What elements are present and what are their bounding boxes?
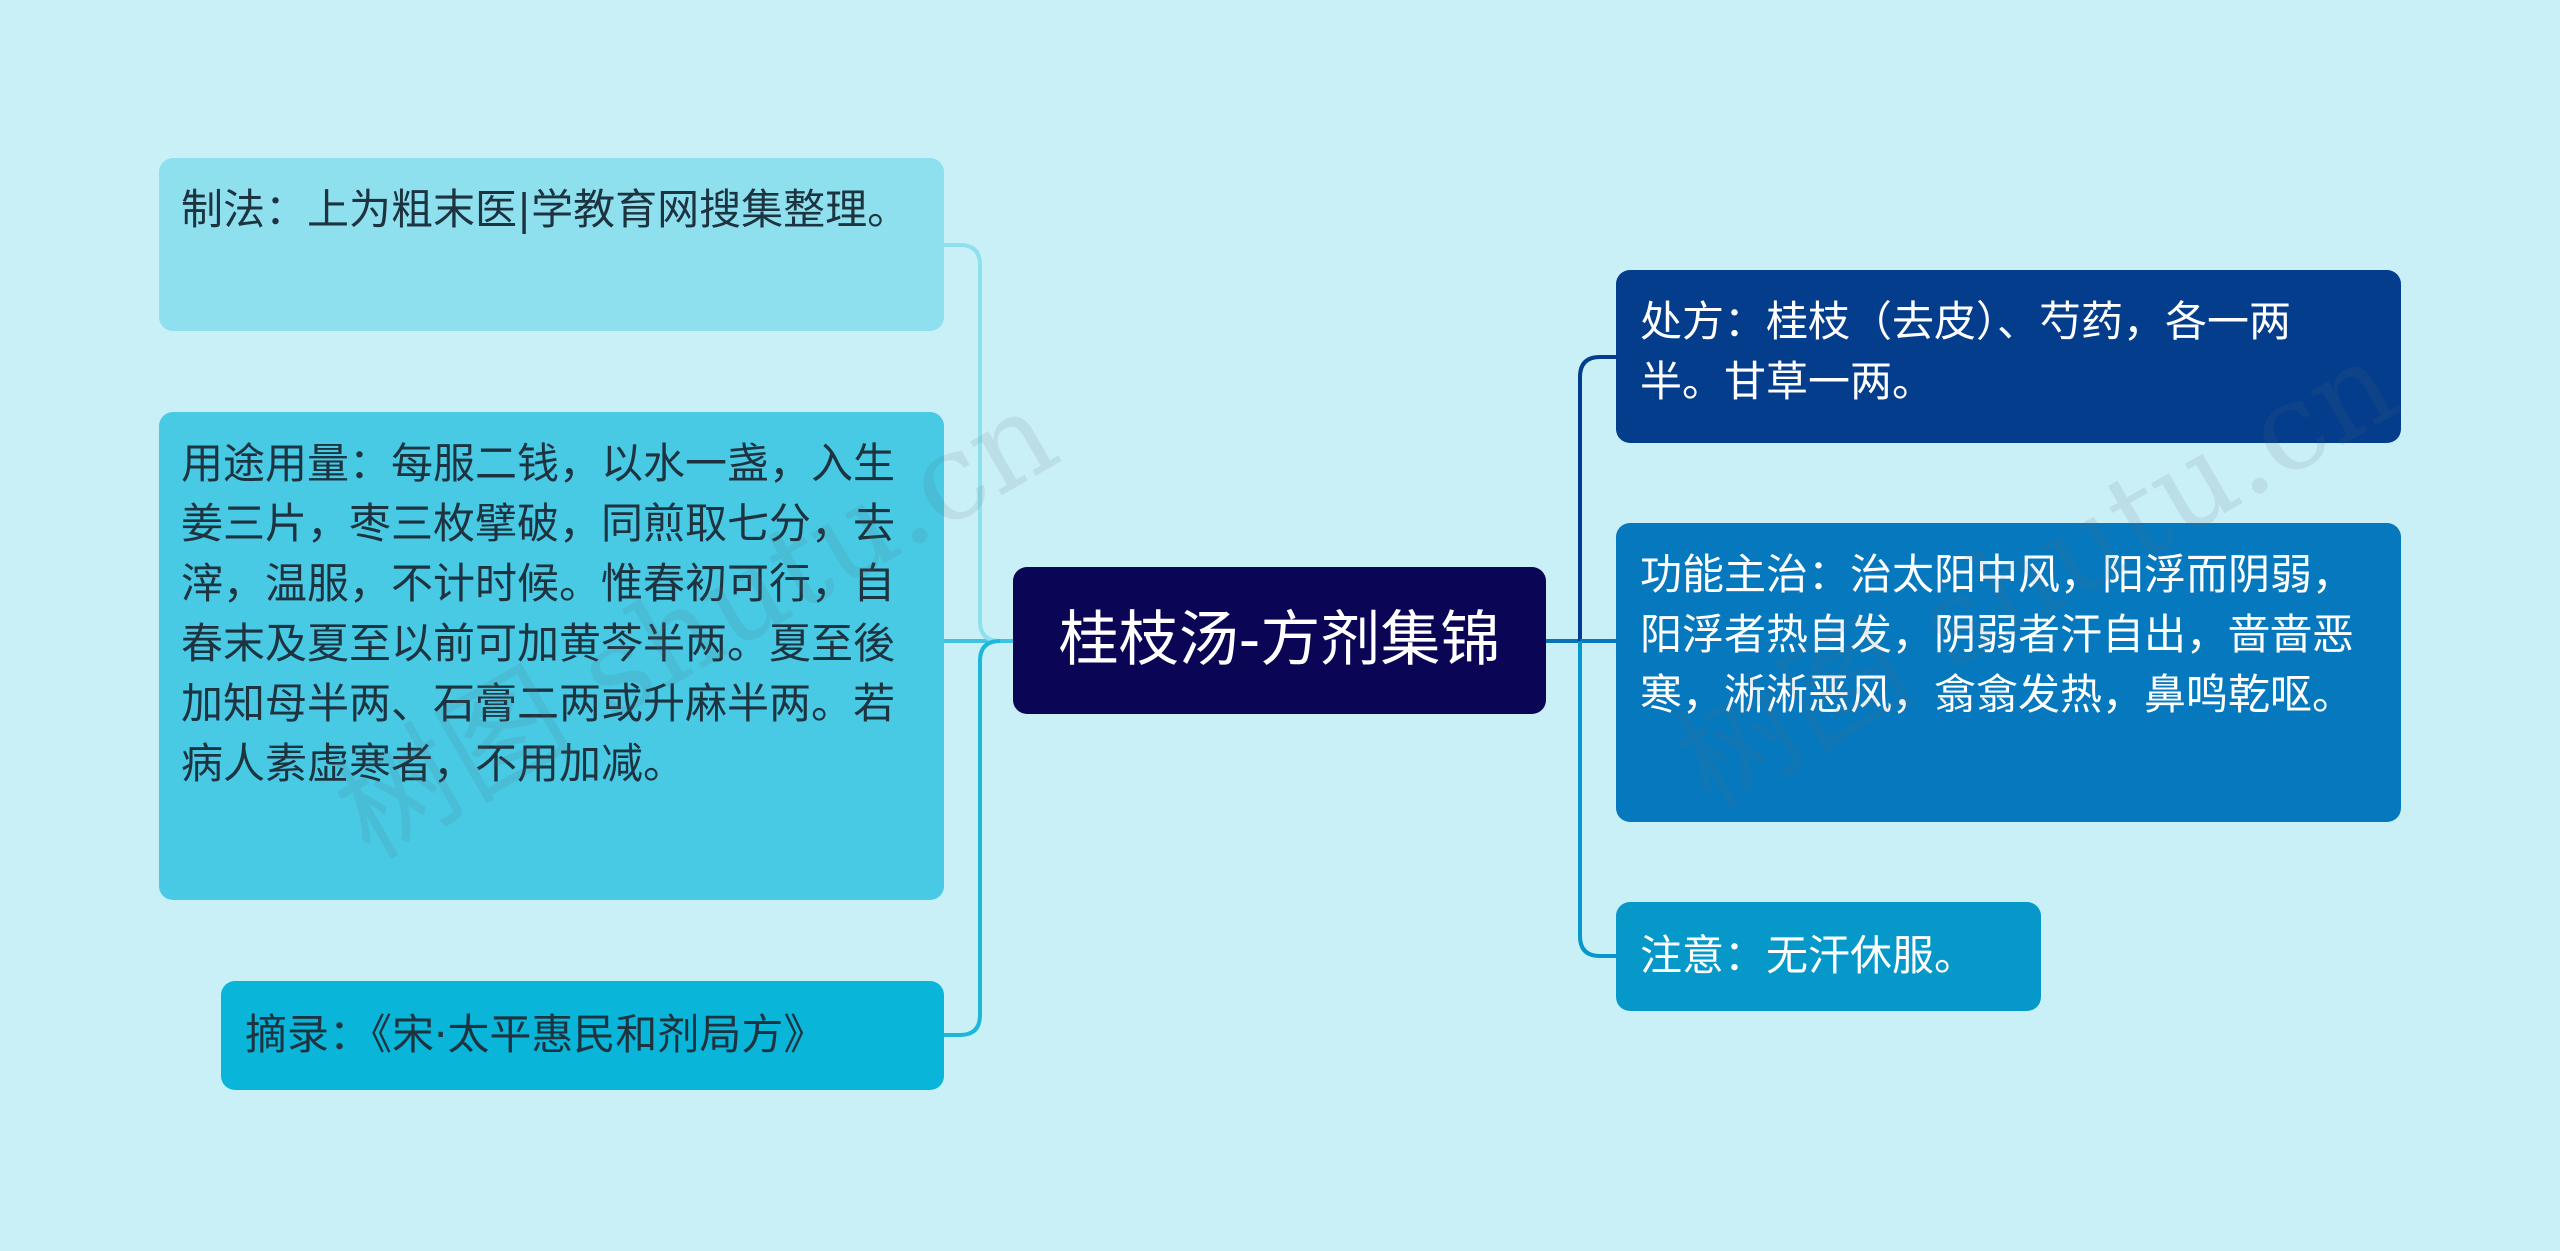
- connector-left-node-3: [944, 639, 1001, 1037]
- topic-prescription[interactable]: 处方：桂枝（去皮）、芍药，各一两半。甘草一两。: [1616, 270, 2401, 443]
- topic-usage-dosage[interactable]: 用途用量：每服二钱，以水一盏，入生姜三片，枣三枚擘破，同煎取七分，去滓，温服，不…: [159, 412, 944, 900]
- topic-indications[interactable]: 功能主治：治太阳中风，阳浮而阴弱，阳浮者热自发，阴弱者汗自出，啬啬恶寒，淅淅恶风…: [1616, 523, 2401, 822]
- topic-caution[interactable]: 注意：无汗休服。: [1616, 902, 2041, 1011]
- connector-right-node-3: [1578, 641, 1616, 958]
- topic-usage-dosage-label: 用途用量：每服二钱，以水一盏，入生姜三片，枣三枚擘破，同煎取七分，去滓，温服，不…: [181, 439, 896, 788]
- central-topic[interactable]: 桂枝汤-方剂集锦: [1013, 567, 1546, 714]
- topic-caution-label: 注意：无汗休服。: [1640, 931, 1977, 980]
- connector-right-node-1: [1578, 355, 1616, 641]
- topic-source-label: 摘录：《宋·太平惠民和剂局方》: [245, 1010, 826, 1059]
- central-topic-label: 桂枝汤-方剂集锦: [1058, 605, 1501, 675]
- topic-preparation[interactable]: 制法：上为粗末医|学教育网搜集整理。: [159, 158, 944, 331]
- topic-source[interactable]: 摘录：《宋·太平惠民和剂局方》: [221, 981, 944, 1090]
- connector-left-node-1: [944, 243, 1001, 643]
- topic-prescription-label: 处方：桂枝（去皮）、芍药，各一两半。甘草一两。: [1640, 297, 2292, 406]
- topic-preparation-label: 制法：上为粗末医|学教育网搜集整理。: [181, 185, 910, 234]
- topic-indications-label: 功能主治：治太阳中风，阳浮而阴弱，阳浮者热自发，阴弱者汗自出，啬啬恶寒，淅淅恶风…: [1640, 550, 2355, 719]
